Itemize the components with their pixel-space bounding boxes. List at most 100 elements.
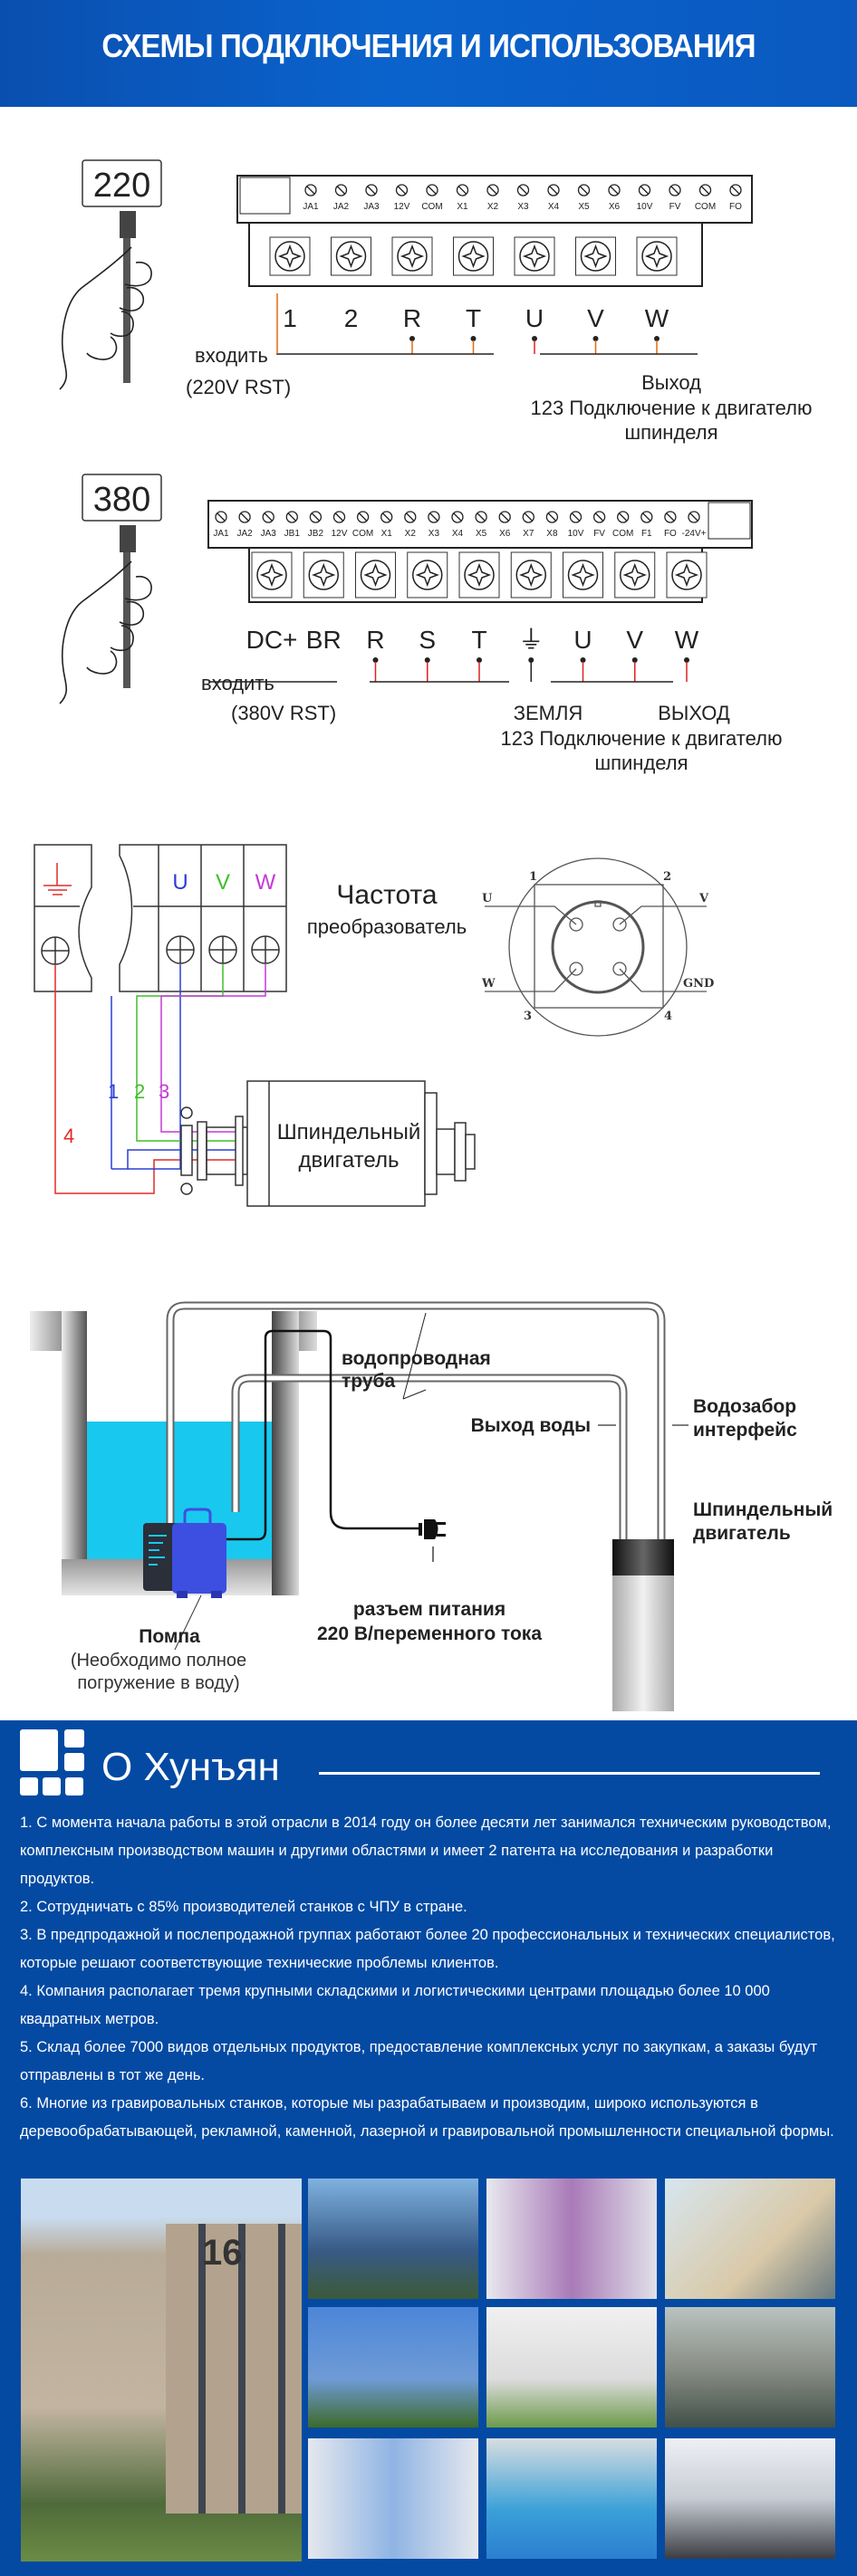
about-paragraph-3: 3. В предпродажной и послепродажной груп… (20, 1927, 835, 1971)
terminal-label-u: U (172, 870, 188, 895)
motor-label-1: Шпиндельный (277, 1120, 421, 1144)
control-terminal-label: X7 (523, 529, 534, 539)
power-terminal-label: ⏚ (518, 626, 544, 654)
ground-label: ЗЕМЛЯ (514, 702, 583, 724)
power-terminal: 2 (331, 236, 371, 332)
pipe-label-2: труба (342, 1371, 395, 1392)
control-terminal-label: X8 (546, 529, 558, 539)
wire-u (128, 964, 181, 1170)
output-sub-label-2: шпинделя (624, 421, 717, 444)
lounge-area-photo (486, 2307, 657, 2428)
control-terminal: X5 (577, 184, 591, 212)
ground-terminal (34, 844, 92, 992)
input-label: входить (195, 344, 268, 367)
about-paragraph-6: 6. Многие из гравировальных станков, кот… (20, 2095, 834, 2140)
control-terminal-label: X5 (476, 529, 487, 539)
pin-signal-u: U (482, 892, 493, 905)
water-out-label: Выход воды (471, 1415, 591, 1436)
control-terminal-label: 12V (332, 529, 348, 539)
power-terminal-label: T (471, 626, 486, 654)
control-terminal-strip (207, 500, 753, 549)
control-terminal: 12V (394, 184, 410, 212)
output-sub-label-1: 123 Подключение к двигателю (501, 727, 783, 750)
uvw-terminal-block (119, 844, 287, 992)
power-cord (226, 1329, 419, 1541)
output-label: Выход (641, 371, 701, 394)
company-logo-icon (20, 1729, 84, 1796)
power-terminal-label: W (645, 304, 669, 332)
control-terminal: X4 (547, 184, 560, 212)
power-terminal-label: 1 (283, 304, 297, 332)
power-terminal: R (355, 551, 396, 682)
control-terminal-label: JA3 (363, 202, 380, 212)
spindle-motor-cooled (612, 1539, 674, 1711)
control-terminal-label: 12V (394, 202, 410, 212)
control-terminal-label: COM (421, 202, 442, 212)
pin-number-3: 3 (524, 1010, 532, 1023)
control-terminal: JA3 (363, 184, 380, 212)
pipe-label-1: водопроводная (342, 1348, 491, 1369)
power-terminal-label: BR (306, 626, 342, 654)
control-terminal-label: JA1 (213, 529, 229, 539)
spindle-motor (180, 1080, 476, 1207)
connector-pinout (485, 857, 707, 1037)
control-terminal: FO (729, 184, 742, 212)
control-terminal-label: X5 (578, 202, 590, 212)
output-label: ВЫХОД (658, 702, 730, 724)
spindle-label-1: Шпиндельный (693, 1499, 833, 1520)
control-terminal-label: FV (669, 202, 681, 212)
control-terminal-label: JA3 (261, 529, 277, 539)
control-terminal-label: -24V+ (682, 529, 707, 539)
pump-label: Помпа (139, 1626, 200, 1647)
water-in-label-2: интерфейс (693, 1420, 797, 1441)
control-terminal-label: X3 (517, 202, 529, 212)
power-terminal: W (636, 236, 678, 354)
city-bridge-photo (665, 2307, 835, 2428)
power-terminal: T (453, 236, 494, 354)
voltage-badge-text: 380 (93, 481, 150, 519)
pump-note-1: (Необходимо полное (71, 1651, 246, 1671)
control-terminal: JB2 (308, 511, 323, 539)
spindle-label-2: двигатель (693, 1523, 791, 1544)
power-terminal: V (575, 236, 616, 354)
control-terminal: X6 (498, 511, 511, 539)
pin-signal-v: V (698, 892, 709, 905)
about-paragraph-5: 5. Склад более 7000 видов отдельных прод… (20, 2039, 818, 2083)
ground-symbol-icon (43, 863, 72, 895)
power-terminal: 1 (269, 236, 311, 332)
control-terminal-label: X6 (499, 529, 511, 539)
reception-logo-photo (486, 2179, 657, 2299)
power-terminal-label: S (419, 626, 436, 654)
control-terminal: JA3 (261, 511, 277, 539)
power-terminal: R (391, 236, 433, 354)
about-title: О Хунъян (101, 1745, 280, 1789)
power-terminal: U (514, 236, 555, 354)
pump-note-2: погружение в воду) (77, 1673, 239, 1693)
warehouse-shelves-photo (308, 2438, 478, 2559)
terminal-label-w: W (255, 870, 276, 895)
control-terminal: X8 (545, 511, 559, 539)
power-terminal-label: U (525, 304, 544, 332)
control-terminal-label: JA2 (236, 529, 253, 539)
control-terminal: X5 (475, 511, 487, 539)
control-terminal: JA2 (333, 184, 350, 212)
control-terminal: X1 (380, 511, 393, 539)
power-terminal: S (407, 551, 448, 682)
twin-towers-photo (308, 2307, 478, 2428)
pump-icon (143, 1508, 226, 1598)
control-terminal-label: X1 (457, 202, 468, 212)
power-terminal-label: W (675, 626, 699, 654)
inverter-label-1: Частота (336, 880, 438, 910)
control-terminal: X3 (428, 511, 440, 539)
control-terminal: X7 (522, 511, 534, 539)
control-terminal-label: X4 (548, 202, 560, 212)
pin-signal-gnd: GND (683, 977, 714, 991)
control-terminal-label: X6 (609, 202, 621, 212)
pin-number-2: 2 (663, 870, 671, 884)
output-sub-label-1: 123 Подключение к двигателю (531, 397, 813, 419)
pin-number-1: 1 (529, 870, 537, 884)
pin-signal-w: W (481, 977, 496, 991)
control-terminal: X2 (404, 511, 417, 539)
